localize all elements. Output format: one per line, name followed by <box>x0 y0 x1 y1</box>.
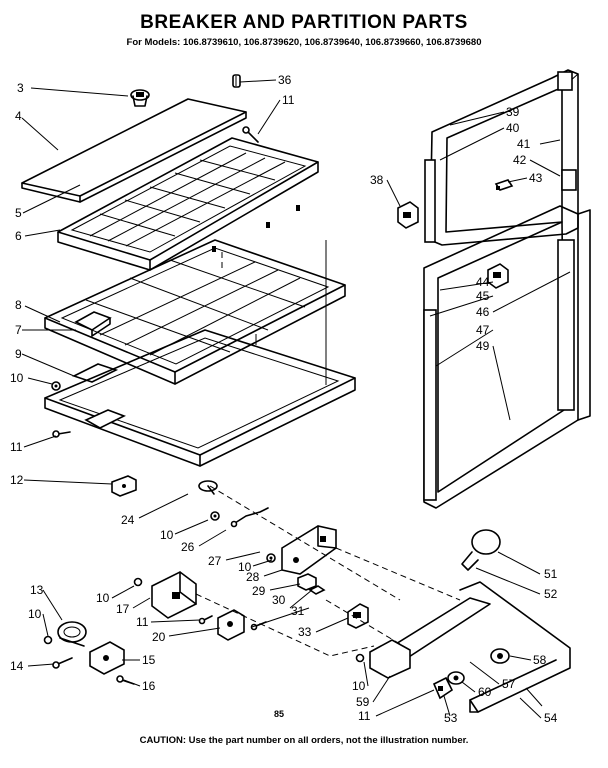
callout-45: 45 <box>476 289 490 303</box>
callout-24: 24 <box>121 513 135 527</box>
screw-part <box>52 657 73 669</box>
callout-43: 43 <box>529 171 543 185</box>
callout-28: 28 <box>246 570 260 584</box>
callout-44: 44 <box>476 275 490 289</box>
callout-leader-lines <box>21 79 571 719</box>
callout-53: 53 <box>444 711 458 725</box>
callout-59: 59 <box>356 695 370 709</box>
knob-part <box>447 671 465 685</box>
callout-7: 7 <box>15 323 22 337</box>
switch-part <box>347 603 369 629</box>
gasket-bracket-part <box>487 263 509 289</box>
callout-33: 33 <box>298 625 312 639</box>
screw-part <box>210 511 220 521</box>
callout-46: 46 <box>476 305 490 319</box>
callout-8: 8 <box>15 298 22 312</box>
screw-part <box>133 577 143 587</box>
upper-grille-part <box>57 137 319 271</box>
callout-27: 27 <box>208 554 222 568</box>
callout-40: 40 <box>506 121 520 135</box>
callout-26: 26 <box>181 540 195 554</box>
callout-30: 30 <box>272 593 286 607</box>
screw-part <box>242 126 259 143</box>
capacitor-part <box>57 621 87 647</box>
callout-6: 6 <box>15 229 22 243</box>
insulation-strip-part <box>71 363 119 383</box>
callout-39: 39 <box>506 105 520 119</box>
freezer-door-gasket-part <box>424 69 579 246</box>
callout-11: 11 <box>282 93 295 107</box>
fresh-food-door-gasket-part <box>423 205 591 509</box>
callout-54: 54 <box>544 711 558 725</box>
page-title: BREAKER AND PARTITION PARTS <box>140 12 468 33</box>
callout-11: 11 <box>10 440 23 454</box>
screw-part <box>355 653 365 663</box>
trim-strip-part <box>21 98 247 203</box>
caution-note: CAUTION: Use the part number on all orde… <box>139 735 469 746</box>
partition-plate-part <box>44 239 346 385</box>
trim-bracket-part <box>369 581 571 713</box>
page-code: 85 <box>274 709 285 719</box>
callout-10: 10 <box>96 591 110 605</box>
callout-10: 10 <box>10 371 24 385</box>
callout-20: 20 <box>152 630 166 644</box>
clip-part <box>232 74 241 88</box>
bracket-part <box>111 475 137 497</box>
callout-10: 10 <box>352 679 366 693</box>
callout-41: 41 <box>517 137 531 151</box>
callout-60: 60 <box>478 685 492 699</box>
grommet-part <box>130 89 150 107</box>
callout-38: 38 <box>370 173 384 187</box>
assembly-dashed-lines <box>195 250 461 657</box>
callout-17: 17 <box>116 602 130 616</box>
callout-5: 5 <box>15 206 22 220</box>
screw-part <box>52 430 71 438</box>
callout-52: 52 <box>544 587 558 601</box>
model-numbers: For Models: 106.8739610, 106.8739620, 10… <box>126 37 482 48</box>
callout-51: 51 <box>544 567 558 581</box>
callout-10: 10 <box>160 528 174 542</box>
callout-16: 16 <box>142 679 156 693</box>
callout-57: 57 <box>502 677 516 691</box>
screw-part <box>266 553 276 563</box>
callout-labels: 3 4 36 11 5 6 8 7 9 10 11 12 39 40 41 42… <box>10 73 558 725</box>
thermostat-part <box>198 480 218 495</box>
light-socket-part <box>89 641 125 675</box>
callout-4: 4 <box>15 109 22 123</box>
pin-part <box>308 585 326 595</box>
screw-part <box>198 615 213 625</box>
callout-10: 10 <box>28 607 42 621</box>
callout-3: 3 <box>17 81 24 95</box>
callout-47: 47 <box>476 323 490 337</box>
light-bulb-part <box>461 529 501 571</box>
callout-15: 15 <box>142 653 156 667</box>
callout-9: 9 <box>15 347 22 361</box>
screw-part <box>43 635 53 645</box>
wire-part <box>230 507 269 528</box>
light-switch-part <box>432 676 454 700</box>
plug-part <box>494 179 514 191</box>
callout-36: 36 <box>278 73 292 87</box>
callout-12: 12 <box>10 473 24 487</box>
callout-58: 58 <box>533 653 547 667</box>
bulb-socket-part <box>297 573 317 591</box>
callout-42: 42 <box>513 153 527 167</box>
callout-31: 31 <box>291 604 305 618</box>
callout-49: 49 <box>476 339 490 353</box>
relay-part <box>217 609 245 641</box>
hinge-cover-part <box>397 201 419 229</box>
control-housing-part <box>281 525 337 575</box>
damper-knob-part <box>490 648 510 664</box>
callout-14: 14 <box>10 659 24 673</box>
callout-11: 11 <box>358 709 371 723</box>
callout-13: 13 <box>30 583 44 597</box>
lower-plate-part <box>44 240 356 467</box>
control-bracket-part <box>151 571 197 619</box>
callout-11: 11 <box>136 615 149 629</box>
callout-10: 10 <box>238 560 252 574</box>
callout-29: 29 <box>252 584 266 598</box>
screw-part <box>51 381 61 391</box>
